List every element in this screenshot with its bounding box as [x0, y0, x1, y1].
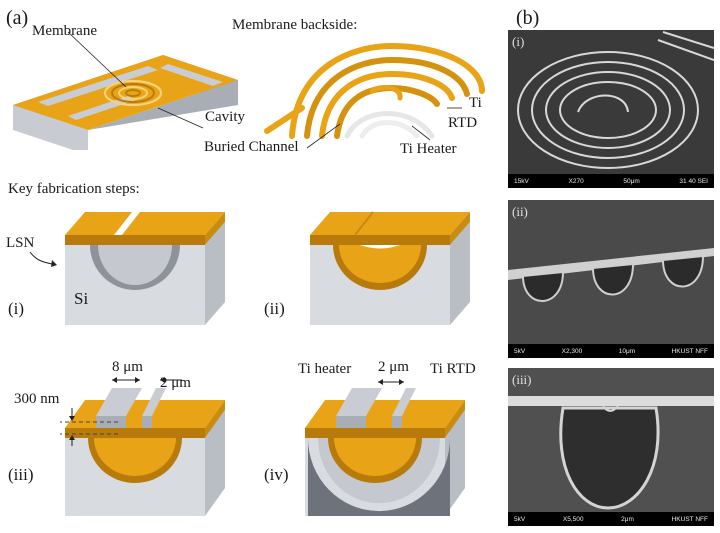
sem-iii-mag: X5,500 — [562, 515, 584, 523]
dim-2um-b: 2 μm — [378, 359, 409, 375]
sem-i-mag: X270 — [568, 177, 584, 185]
device-illustration — [13, 31, 238, 150]
sem-iii-tag: (iii) — [512, 372, 532, 387]
panel-a-tag: (a) — [6, 7, 29, 29]
sem-ii-info: HKUST NFF — [671, 347, 708, 355]
sem-cross-section-graphic — [508, 368, 714, 526]
step-i-label: (i) — [8, 299, 25, 318]
sem-i-scale: 50μm — [623, 177, 640, 185]
step-iv-label: (iv) — [264, 465, 289, 484]
step-iii-label: (iii) — [8, 465, 34, 484]
sem-ii-tag: (ii) — [512, 204, 528, 219]
ti-heater-label: Ti Heater — [400, 141, 457, 157]
step-ii-label: (ii) — [264, 299, 285, 318]
rtd-label: RTD — [448, 115, 478, 131]
cavity-label: Cavity — [205, 109, 245, 125]
sem-image-ii: (ii) 5kV X2,300 10μm HKUST NFF — [508, 200, 714, 358]
sem-iii-info-bar: 5kV X5,500 2μm HKUST NFF — [508, 512, 714, 526]
sem-i-info: 31 40 SEI — [679, 177, 708, 185]
sem-ii-kv: 5kV — [514, 347, 526, 355]
fab-step-i — [65, 212, 225, 325]
sem-spiral-graphic — [508, 30, 714, 188]
sem-iii-scale: 2μm — [621, 515, 634, 523]
buried-channel-label: Buried Channel — [204, 139, 299, 155]
ti-label: Ti — [469, 95, 482, 111]
dim-300nm: 300 nm — [14, 391, 60, 407]
backside-title: Membrane backside: — [232, 17, 358, 33]
panel-b-tag: (b) — [516, 7, 540, 29]
fab-title: Key fabrication steps: — [8, 181, 140, 197]
sem-ii-info-bar: 5kV X2,300 10μm HKUST NFF — [508, 344, 714, 358]
fab-step-iii — [60, 377, 225, 516]
sem-iii-info: HKUST NFF — [671, 515, 708, 523]
sem-i-kv: 15kV — [514, 177, 529, 185]
ti-heater-fab-label: Ti heater — [298, 361, 352, 377]
backside-spiral — [264, 42, 485, 149]
fab-step-ii — [310, 211, 470, 325]
dim-2um-a: 2 μm — [160, 375, 191, 391]
fab-step-iv — [305, 379, 465, 516]
sem-ii-scale: 10μm — [618, 347, 636, 355]
sem-channels-graphic — [508, 200, 714, 358]
si-label: Si — [74, 289, 89, 308]
ti-rtd-fab-label: Ti RTD — [430, 361, 476, 377]
sem-ii-mag: X2,300 — [561, 347, 583, 355]
sem-iii-kv: 5kV — [514, 515, 526, 523]
sem-image-i: (i) 15kV X270 50μm 31 40 SEI — [508, 30, 714, 188]
lsn-arrow — [29, 251, 57, 267]
dim-8um: 8 μm — [112, 359, 143, 375]
sem-i-tag: (i) — [512, 34, 525, 49]
lsn-label: LSN — [6, 235, 35, 251]
sem-image-iii: (iii) 5kV X5,500 2μm HKUST NFF — [508, 368, 714, 526]
sem-i-info-bar: 15kV X270 50μm 31 40 SEI — [508, 174, 714, 188]
membrane-label: Membrane — [32, 23, 97, 39]
